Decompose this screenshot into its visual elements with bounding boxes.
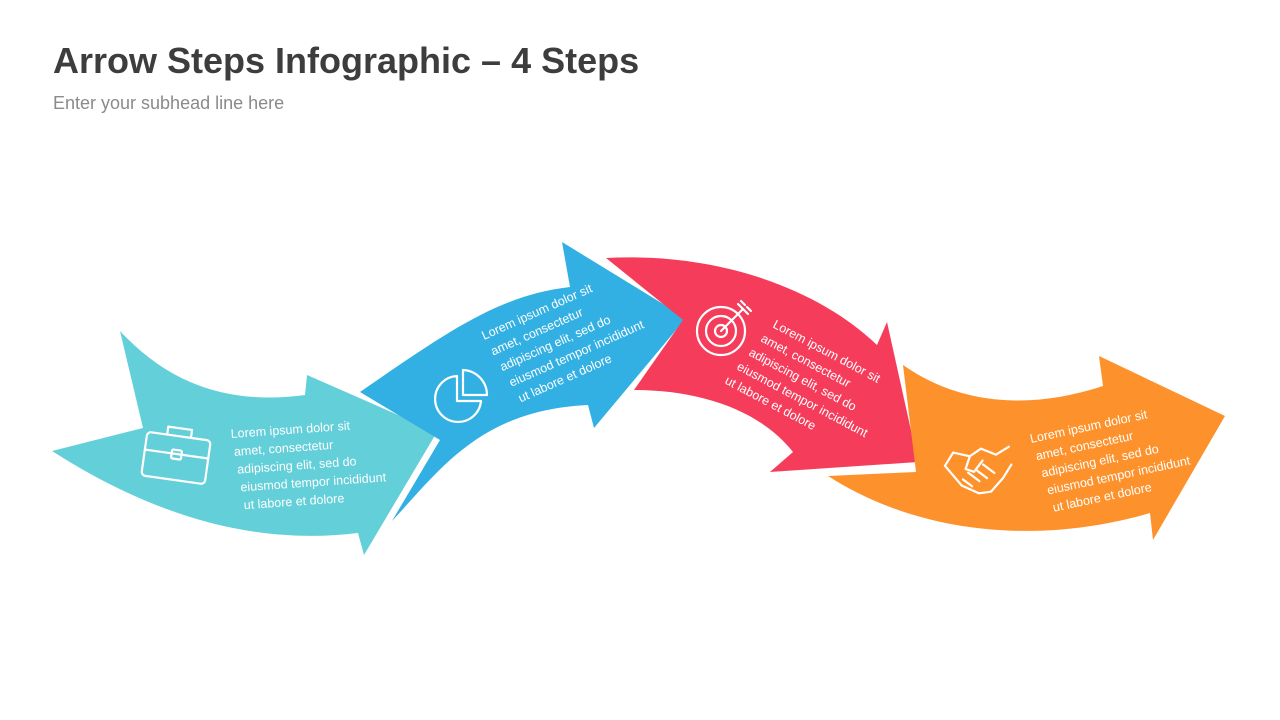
page-title: Arrow Steps Infographic – 4 Steps [53,40,640,81]
step-3-arrow [606,257,918,472]
step-2-text: Lorem ipsum dolor sit amet, consectetur … [480,267,657,409]
step-1-arrow [52,331,437,555]
pie-chart-icon [433,368,489,424]
briefcase-icon [140,425,212,485]
handshake-icon [943,445,1013,495]
target-icon [695,299,753,357]
page-subtitle: Enter your subhead line here [53,93,285,113]
step-4-arrow [828,356,1225,540]
step-2-arrow [360,242,686,521]
